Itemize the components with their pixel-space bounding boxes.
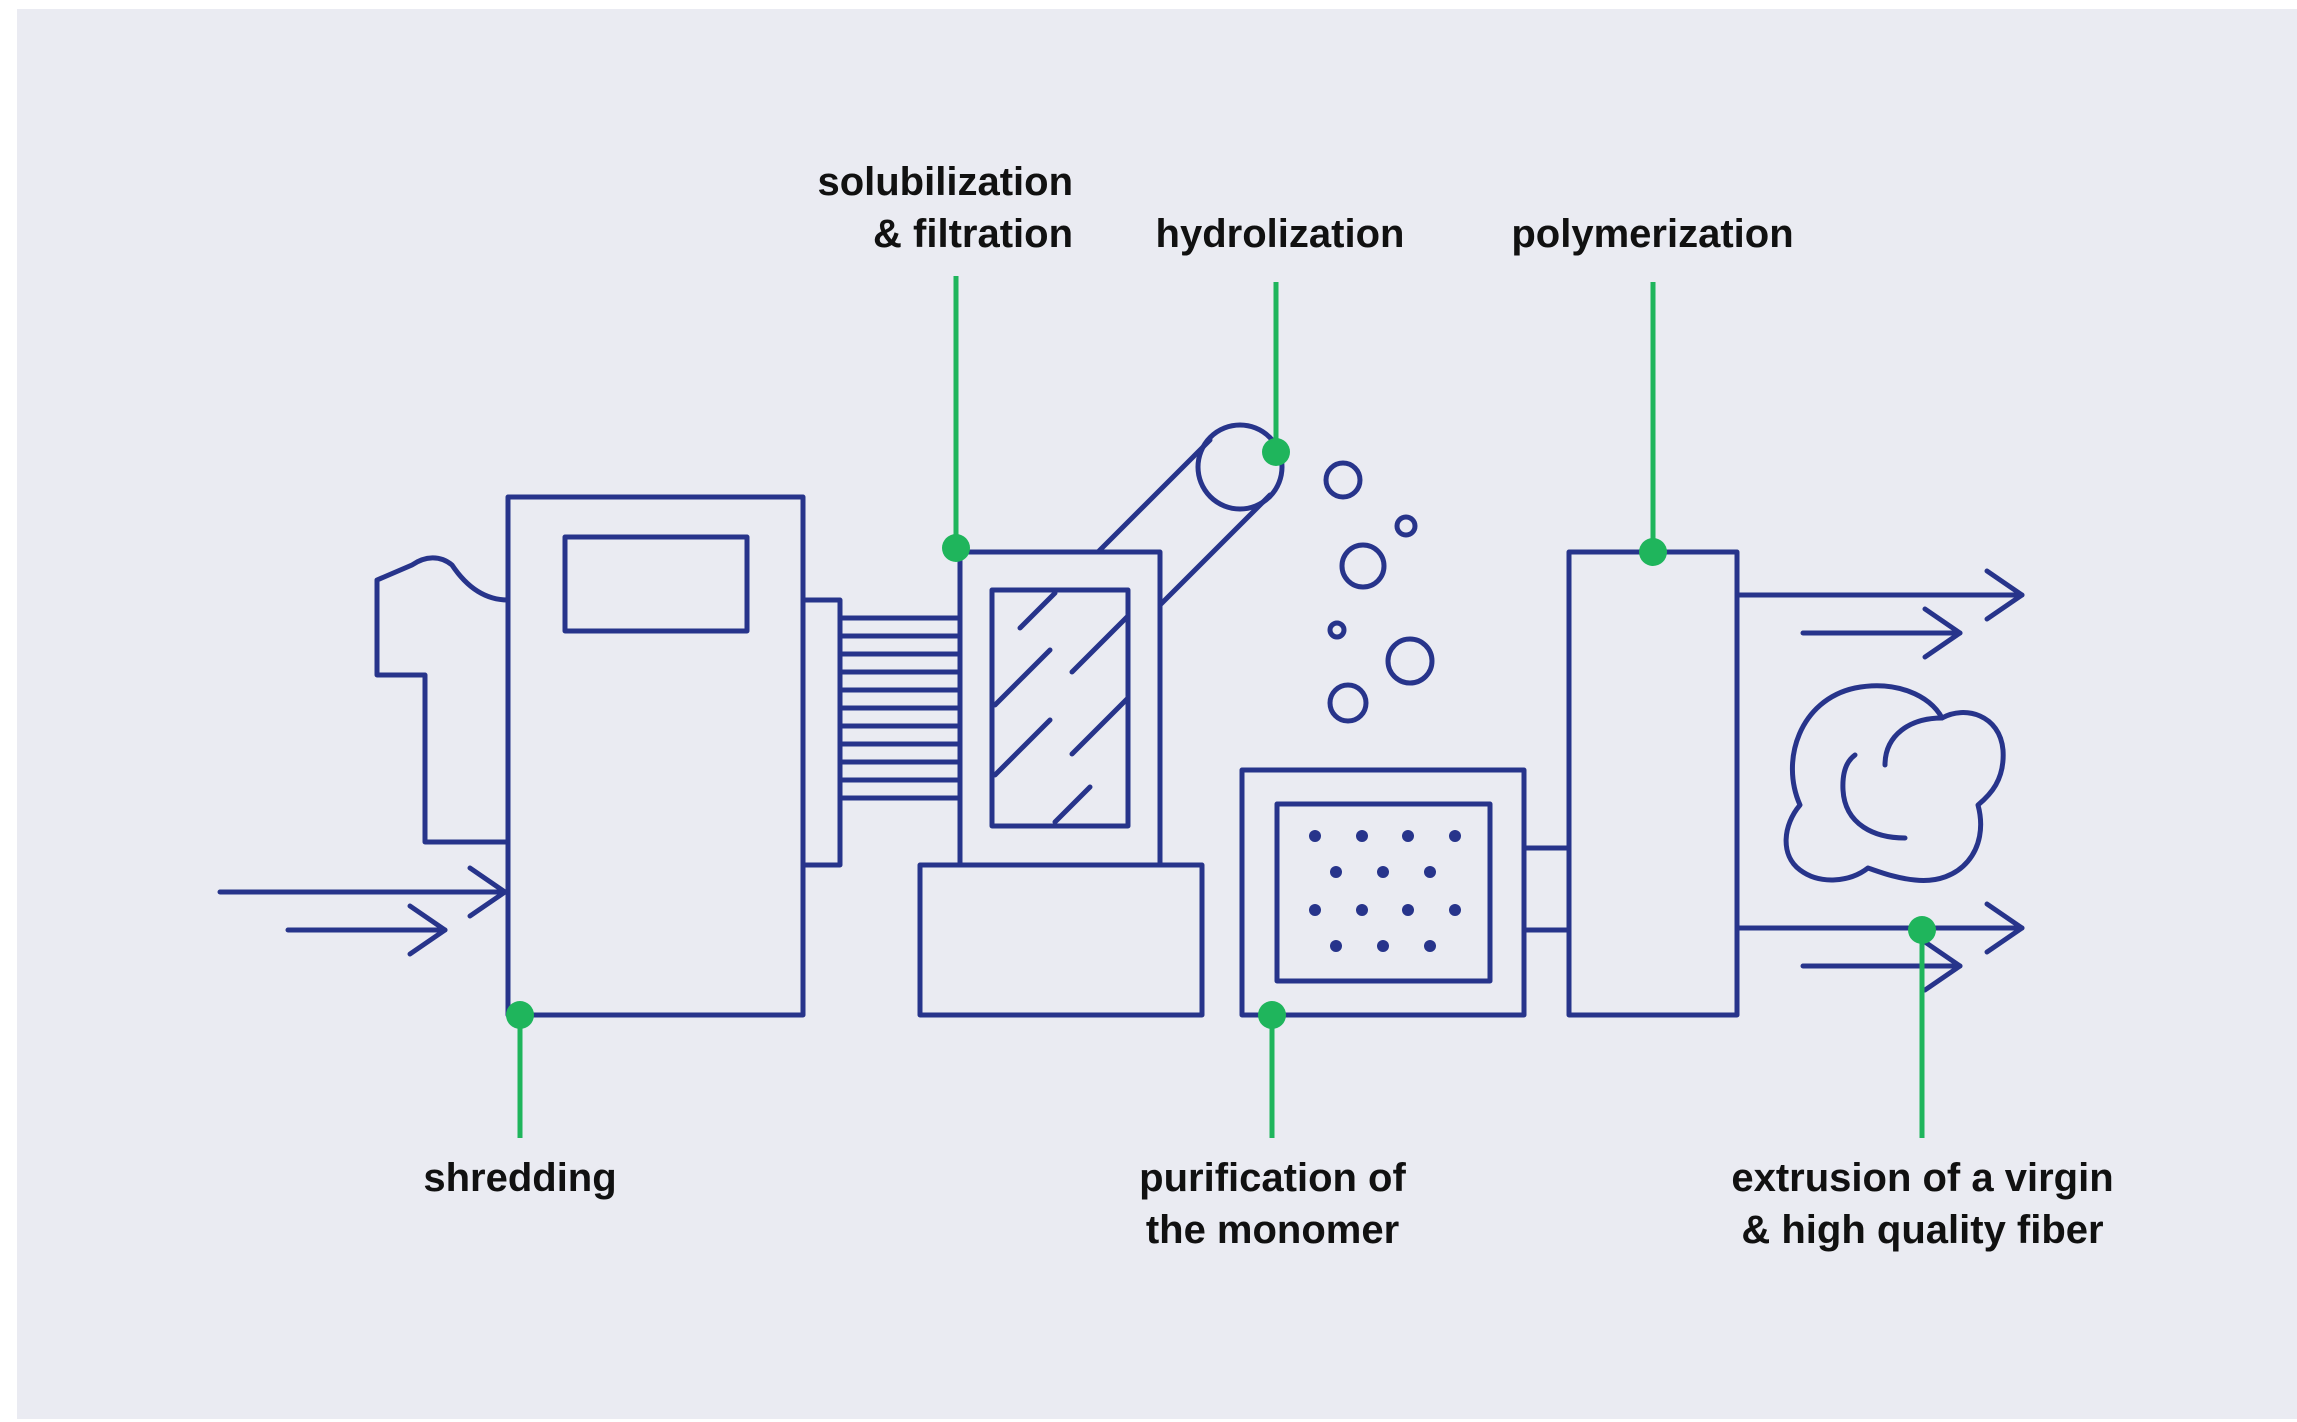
label-hydrolization-text: hydrolization: [1155, 212, 1405, 256]
filter-tank-icon: [917, 549, 1205, 1018]
tshirt-icon: [374, 555, 511, 845]
label-shredding-text: shredding: [423, 1156, 617, 1200]
polymerization-column-icon: [1566, 549, 1740, 1018]
extrusion-marker: [1908, 916, 1936, 944]
label-polymerization-text: polymerization: [1511, 212, 1794, 256]
input-arrows-icon: [217, 865, 508, 957]
purification-tank-icon: [1239, 767, 1572, 1018]
label-solubilization-line-1: solubilization: [817, 160, 1073, 204]
bubbles-icon: [1323, 460, 1435, 724]
label-polymerization: polymerization: [1480, 208, 1825, 260]
conveyor-icon: [1095, 422, 1285, 608]
polymerization-marker: [1639, 538, 1667, 566]
label-purification-line-1: purification of: [1139, 1156, 1406, 1200]
label-extrusion-line-1: extrusion of a virgin: [1731, 1156, 2114, 1200]
label-solubilization: solubilization & filtration: [770, 156, 1073, 260]
fiber-ball-icon: [1783, 683, 2006, 883]
label-extrusion: extrusion of a virgin & high quality fib…: [1700, 1152, 2145, 1256]
label-extrusion-line-2: & high quality fiber: [1741, 1208, 2104, 1252]
purification-marker: [1258, 1001, 1286, 1029]
label-purification: purification of the monomer: [1110, 1152, 1435, 1256]
shredding-marker: [506, 1001, 534, 1029]
solubilization-marker: [942, 534, 970, 562]
pipe-lines-icon: [837, 615, 963, 801]
label-hydrolization: hydrolization: [1130, 208, 1430, 260]
output-arrows-icon: [1734, 568, 2025, 993]
shredder-machine-icon: [505, 494, 843, 1018]
label-solubilization-line-2: & filtration: [873, 212, 1073, 256]
hydrolization-marker: [1262, 438, 1290, 466]
leader-lines: [517, 276, 1925, 1138]
marker-dots: [506, 438, 1936, 1029]
label-shredding: shredding: [395, 1152, 645, 1204]
diagram-background: [17, 9, 2297, 1419]
label-purification-line-2: the monomer: [1145, 1208, 1400, 1252]
